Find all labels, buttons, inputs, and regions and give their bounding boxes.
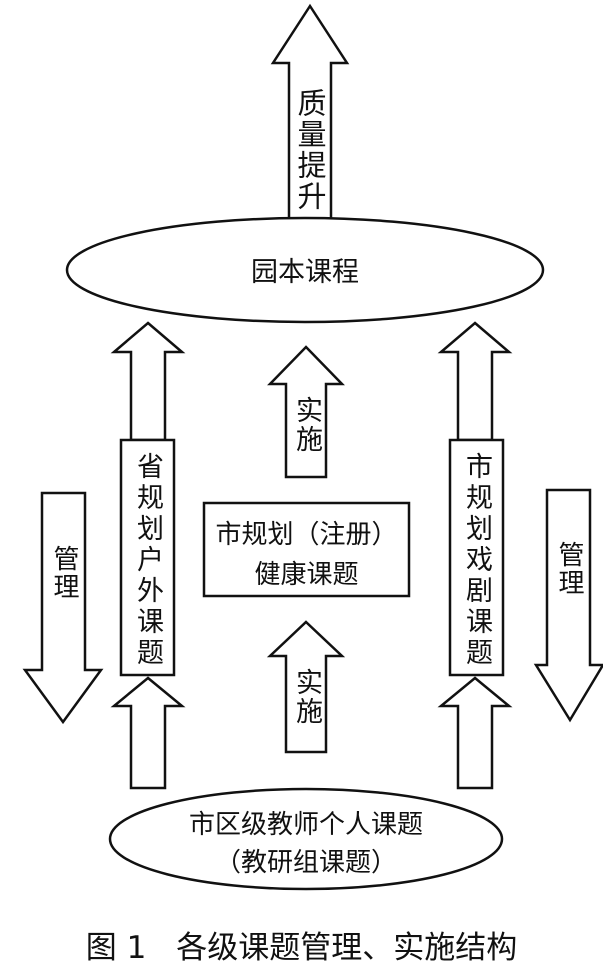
left-up-arrow-upper <box>110 321 186 442</box>
province-outdoor-label: 省规划户外课题 <box>132 452 163 669</box>
left-up-arrow-lower <box>110 676 186 790</box>
base-topics-line2: （教研组课题） <box>214 848 397 878</box>
base-topics-line1: 市区级教师个人课题 <box>188 810 423 840</box>
figure-number: 图 1 <box>85 930 147 966</box>
health-topic-line2: 健康课题 <box>254 560 359 590</box>
city-drama-box <box>448 438 505 677</box>
quality-improve-label: 质量提升 <box>293 88 327 212</box>
figure-caption: 图 1 各级课题管理、实施结构 <box>0 922 603 967</box>
implement-up-arrow-top <box>267 345 345 479</box>
manage-label-right: 管理 <box>554 541 584 597</box>
implement-label-bottom: 实施 <box>291 668 322 726</box>
health-topic-box <box>202 501 411 598</box>
garden-curriculum-label: 园本课程 <box>251 257 359 288</box>
manage-down-arrow-right <box>533 488 603 723</box>
health-topic-line1: 市规划（注册） <box>215 520 398 550</box>
base-topics-ellipse <box>108 787 504 891</box>
implement-up-arrow-bottom <box>266 620 346 754</box>
figure-title: 各级课题管理、实施结构 <box>176 930 518 966</box>
implement-label-top: 实施 <box>291 396 322 454</box>
right-up-arrow-upper <box>437 321 513 442</box>
garden-curriculum-ellipse <box>65 216 545 324</box>
manage-label-left: 管理 <box>49 545 79 601</box>
right-up-arrow-lower <box>437 676 513 790</box>
manage-down-arrow-left <box>22 491 104 725</box>
city-drama-label: 市规划戏剧课题 <box>461 452 492 669</box>
province-outdoor-box <box>119 438 176 677</box>
